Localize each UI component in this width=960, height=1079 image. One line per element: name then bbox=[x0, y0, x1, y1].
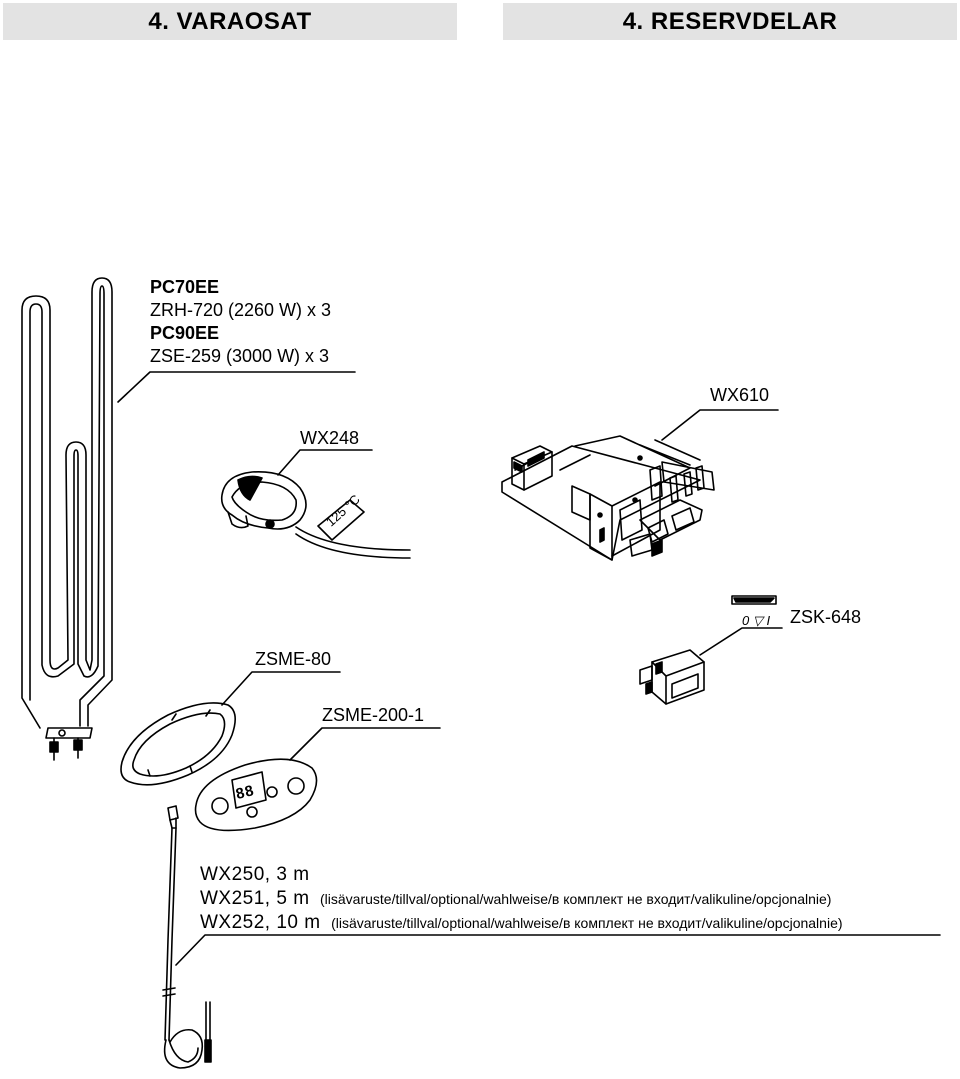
cover-leader bbox=[221, 671, 341, 706]
sensor-cable bbox=[162, 805, 212, 1069]
board-leader bbox=[661, 409, 779, 441]
heater-model-2-label: PC90EE bbox=[150, 323, 220, 343]
control-board bbox=[501, 435, 715, 561]
cable-leader bbox=[175, 934, 941, 966]
cover-label: ZSME-80 bbox=[255, 649, 332, 669]
switch-leader bbox=[699, 627, 783, 656]
power-switch bbox=[639, 595, 777, 705]
heater-leader bbox=[117, 371, 356, 403]
panel-label: ZSME-200-1 bbox=[322, 705, 425, 725]
cable-2-main: WX251, 5 m bbox=[200, 888, 310, 909]
cable-1-main: WX250, 3 m bbox=[200, 864, 310, 885]
cable-line-3: WX252, 10 m (lisävaruste/tillval/optiona… bbox=[200, 912, 843, 934]
cable-line-1: WX250, 3 m bbox=[200, 864, 310, 886]
cable-3-note: (lisävaruste/tillval/optional/wahlweise/… bbox=[331, 915, 843, 931]
temperature-sensor bbox=[220, 471, 411, 559]
sensor-leader bbox=[277, 449, 373, 476]
heating-element bbox=[21, 277, 113, 761]
panel-cover bbox=[120, 702, 236, 786]
header-left-title: 4. VARAOSAT bbox=[3, 3, 457, 40]
switch-markings-label: 0 ▽ I bbox=[742, 613, 771, 628]
cable-line-2: WX251, 5 m (lisävaruste/tillval/optional… bbox=[200, 888, 831, 910]
board-label: WX610 bbox=[710, 385, 770, 405]
control-panel bbox=[194, 758, 318, 832]
heater-model-1-label: PC70EE bbox=[150, 277, 220, 297]
cable-3-main: WX252, 10 m bbox=[200, 912, 321, 933]
switch-label: ZSK-648 bbox=[790, 607, 862, 627]
header-right-title: 4. RESERVDELAR bbox=[503, 3, 957, 40]
sensor-label: WX248 bbox=[300, 428, 360, 448]
panel-leader bbox=[289, 727, 441, 761]
heater-element-2-label: ZSE-259 (3000 W) x 3 bbox=[150, 346, 330, 366]
cable-2-note: (lisävaruste/tillval/optional/wahlweise/… bbox=[320, 891, 832, 907]
heater-element-1-label: ZRH-720 (2260 W) x 3 bbox=[150, 300, 332, 320]
